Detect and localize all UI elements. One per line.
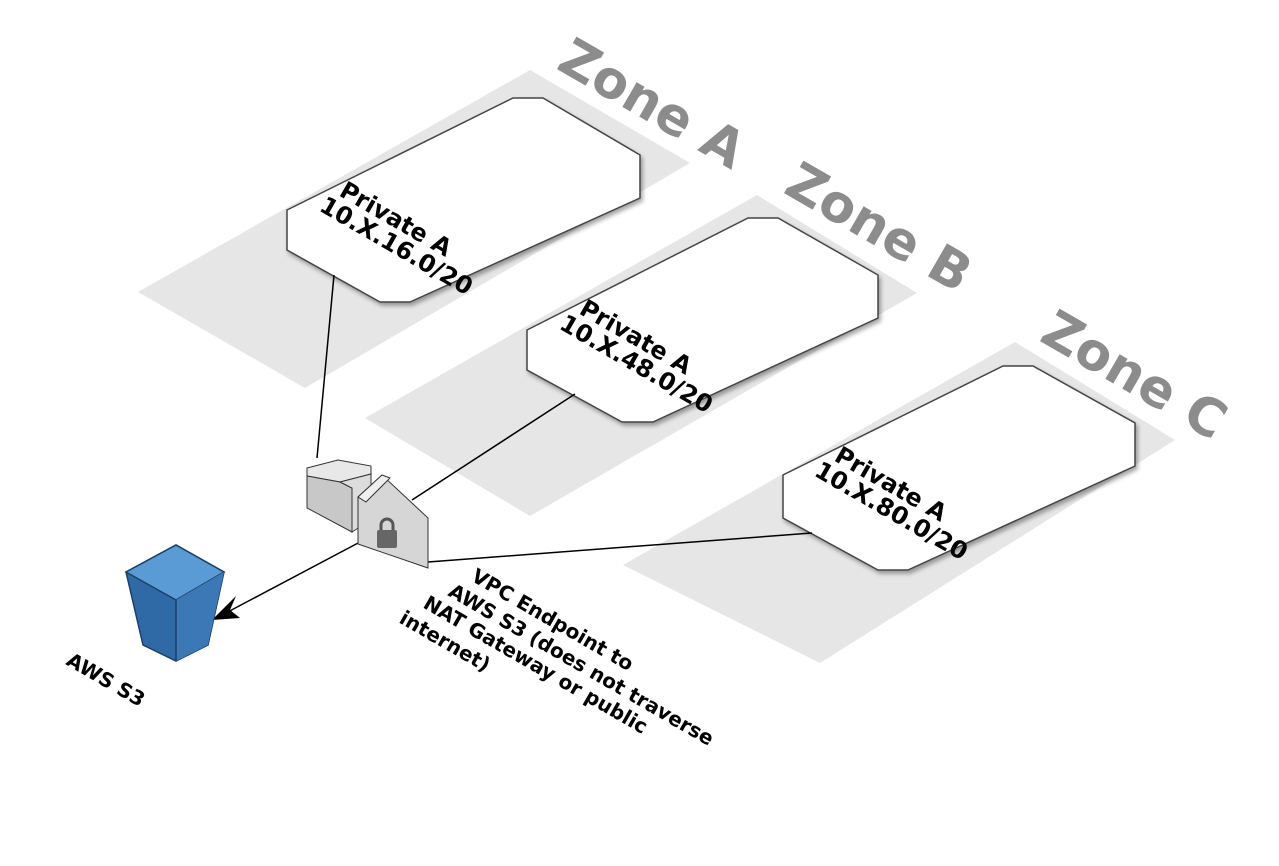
subnet-c-box [782,365,1136,571]
vpc-endpoint-lock-icon [306,459,429,569]
subnet-a-box [286,97,641,303]
link-subnet-b-endpoint [411,393,576,501]
arrow-endpoint-to-s3 [223,541,361,615]
link-subnet-a-endpoint [316,274,335,459]
s3-label: AWS S3 [63,648,150,712]
arrowhead-icon [212,596,240,620]
subnet-b-box [526,217,879,423]
bucket-icon [124,544,226,662]
link-subnet-c-endpoint [427,532,813,563]
